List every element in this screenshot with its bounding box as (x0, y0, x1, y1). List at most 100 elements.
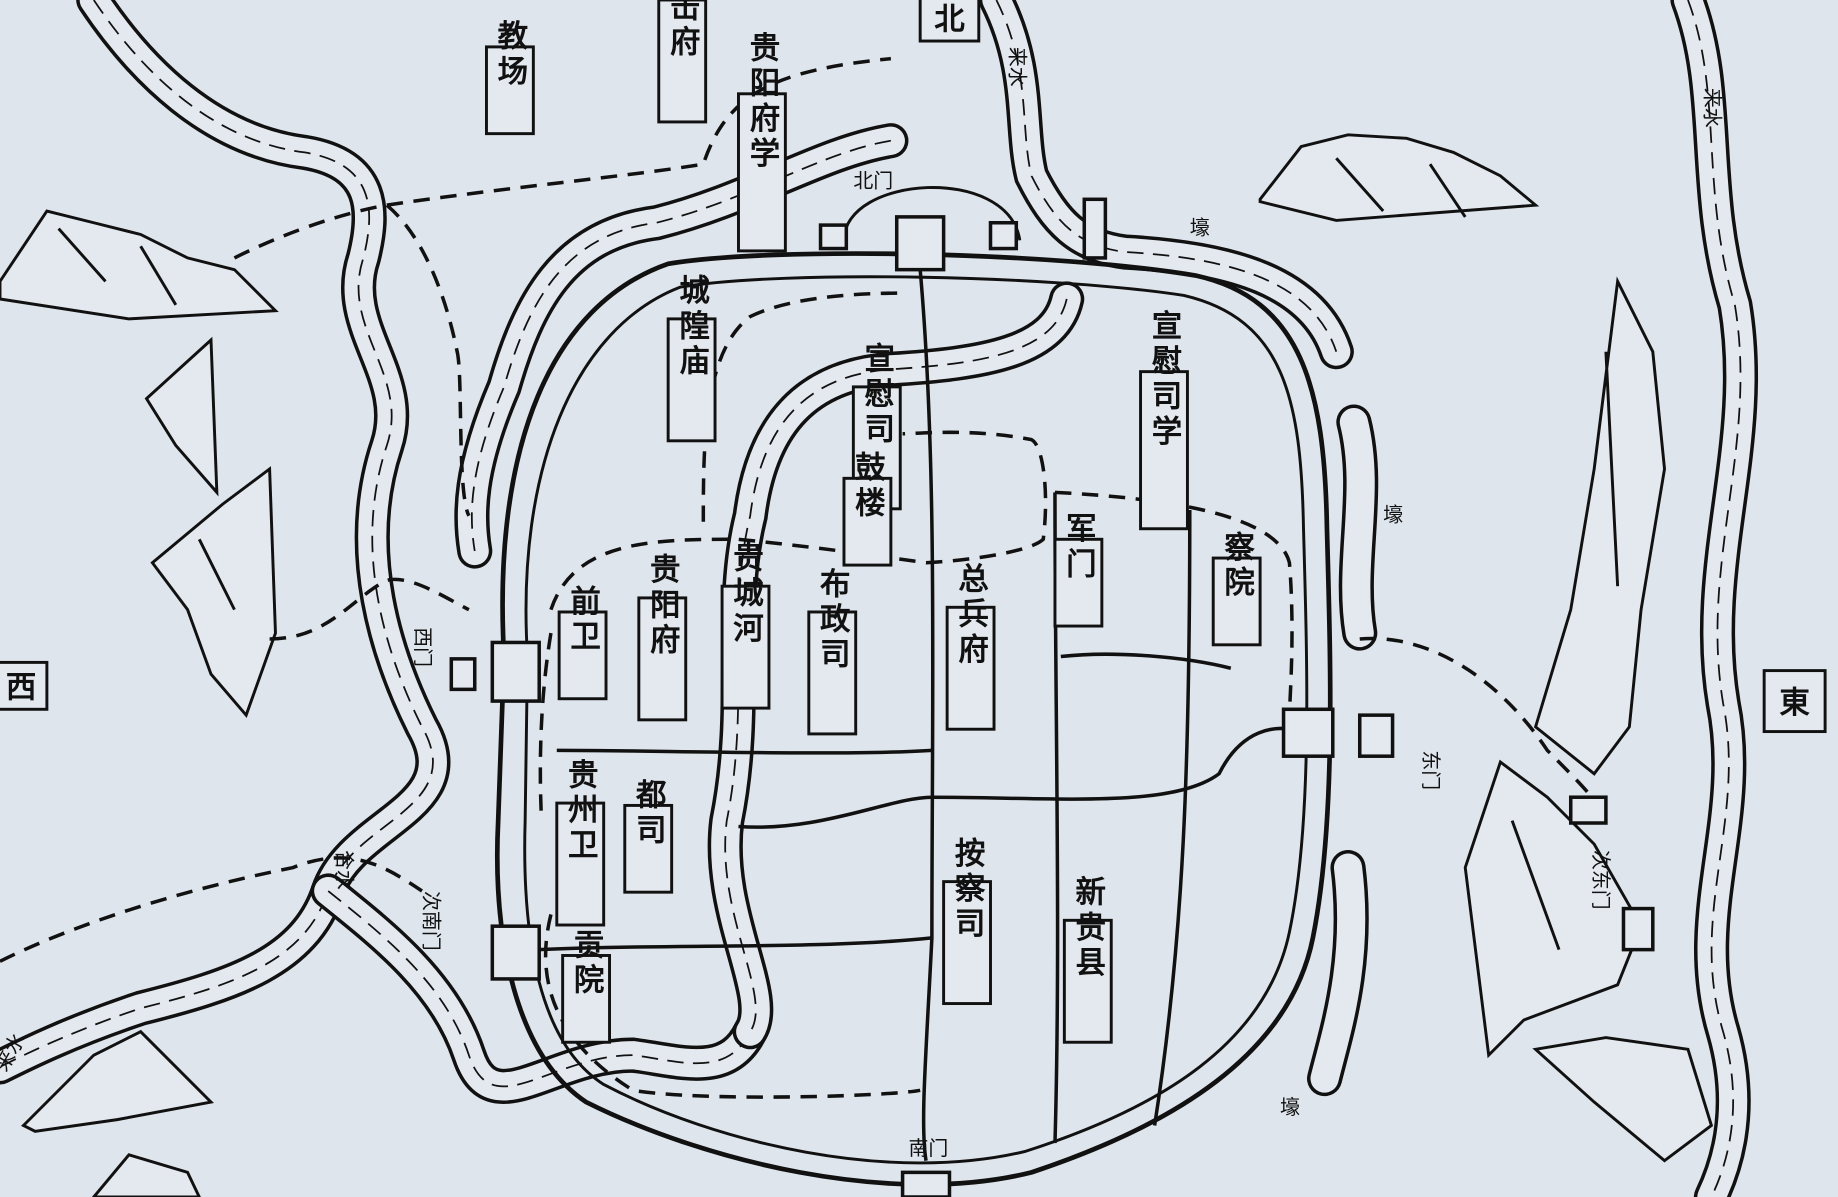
south-gate-tower (900, 1170, 952, 1197)
label-text: 察院 (1219, 530, 1255, 602)
label-box (561, 954, 612, 1044)
gates (449, 197, 1655, 1197)
moat-south-label: 壕 (1280, 1096, 1300, 1119)
label-box (945, 605, 996, 731)
west-gate-tower (490, 640, 541, 703)
label-jiaochang: 教场 (484, 20, 535, 136)
label-box (807, 610, 858, 736)
west-river (0, 0, 451, 1085)
city-walls (494, 186, 1333, 1187)
label-text: 布政司 (814, 567, 850, 673)
label-box (720, 584, 771, 710)
east-marker: 東 (1779, 685, 1810, 721)
label-xinguixian: 新贵县 (1062, 876, 1113, 1044)
label-guiyangfuxue: 贵阳府学 (737, 31, 787, 253)
mountain-sw (20, 1029, 214, 1197)
label-text: 贵阳府学 (744, 31, 780, 172)
label-text: 贡院 (568, 929, 604, 999)
label-zongbingfu: 总兵府 (945, 563, 996, 731)
east-watchtower (1621, 906, 1655, 952)
label-buzhengsi: 布政司 (807, 567, 858, 736)
label-text: 遊击府 (664, 0, 700, 61)
east-river (1670, 0, 1759, 1197)
small-labels: 北门 南门 西门 东门 次南门 次东门 来水 来水 来水 合水 壕 壕 壕 (0, 47, 1724, 1160)
label-text: 都司 (630, 778, 667, 849)
label-box (623, 803, 674, 894)
north-marker: 北 (934, 1, 965, 37)
roads (539, 269, 1290, 1161)
label-text: 宣慰司学 (1146, 309, 1182, 450)
label-box (1211, 556, 1262, 647)
label-text: 贵阳府 (644, 553, 680, 659)
outer-wall (494, 251, 1333, 1187)
label-text: 鼓楼 (849, 451, 885, 522)
mountain-e2 (1463, 759, 1643, 1059)
second-east-gate-label: 次东门 (1589, 850, 1612, 910)
label-box (1053, 537, 1104, 628)
label-text: 宣慰司 (859, 342, 895, 448)
second-east-gate-tower (1568, 795, 1608, 825)
north-gate-left-bastion (818, 223, 849, 251)
mountains (0, 133, 1714, 1197)
label-box (555, 801, 606, 927)
south-gate-label: 南门 (908, 1137, 948, 1160)
label-qianwei: 前卫 (557, 585, 608, 701)
label-text: 城隍庙 (674, 274, 710, 380)
west-gate-label: 西门 (411, 627, 434, 667)
west-gate-outer (449, 657, 477, 692)
label-guizhouwei: 贵州卫 (555, 758, 606, 927)
east-gate-tower (1281, 707, 1335, 758)
east-gate-label: 东门 (1419, 750, 1442, 790)
label-junmen: 军门 (1053, 512, 1104, 628)
north-river (978, 0, 1354, 370)
north-gate-enclosure (842, 186, 1022, 241)
label-text: 军门 (1060, 512, 1096, 582)
mountain-ne (1258, 133, 1540, 222)
guicheng-river (707, 281, 1085, 1050)
label-guiyangfu: 贵阳府 (637, 553, 688, 722)
label-gulou: 鼓楼 (842, 451, 893, 567)
mountain-e1 (1533, 276, 1666, 776)
north-gate-label: 北门 (853, 170, 893, 193)
south-river (310, 873, 768, 1104)
east-gate-outer (1357, 713, 1395, 758)
label-xuanweisixue: 宣慰司学 (1139, 309, 1189, 531)
laishui-north-label: 来水 (1005, 47, 1028, 87)
north-gate-right-bastion (988, 220, 1019, 251)
heshui-label: 合水 (333, 850, 356, 890)
label-chayuan: 察院 (1211, 530, 1262, 647)
label-box (657, 0, 708, 124)
label-box (484, 45, 535, 136)
north-moat-bridge (1082, 197, 1108, 260)
label-xuanweisi: 宣慰司 (851, 342, 902, 511)
second-south-gate-label: 次南门 (419, 891, 442, 951)
label-box (666, 317, 717, 443)
mountain-w1 (144, 336, 219, 497)
label-youjifu: 遊击府 (657, 0, 708, 124)
label-text: 按察司 (949, 837, 985, 943)
laishui-east-label: 来水 (1701, 88, 1724, 128)
dashed-paths (0, 56, 1602, 1099)
mountain-nw (0, 209, 279, 321)
label-text: 前卫 (565, 585, 601, 656)
second-south-gate-tower (490, 924, 541, 981)
label-guichenghe: 贵城河 (720, 541, 771, 710)
mountain-se (1532, 1036, 1714, 1163)
east-moat (1306, 404, 1379, 1097)
label-text: 贵州卫 (562, 758, 598, 864)
label-text: 贵城河 (728, 541, 764, 647)
label-box (1139, 370, 1189, 531)
label-chenghuangmiao: 城隍庙 (666, 274, 717, 443)
label-dusi: 都司 (623, 778, 674, 894)
label-box (737, 92, 787, 253)
label-box (842, 476, 893, 567)
mountain-w2 (150, 466, 277, 719)
label-text: 总兵府 (953, 563, 989, 669)
label-anchasi: 按察司 (942, 837, 992, 1006)
label-box (942, 880, 992, 1006)
moat-east-label: 壕 (1383, 504, 1403, 527)
direction-markers: 北 東 西 (0, 0, 1827, 734)
label-gongyuan: 贡院 (561, 929, 612, 1044)
